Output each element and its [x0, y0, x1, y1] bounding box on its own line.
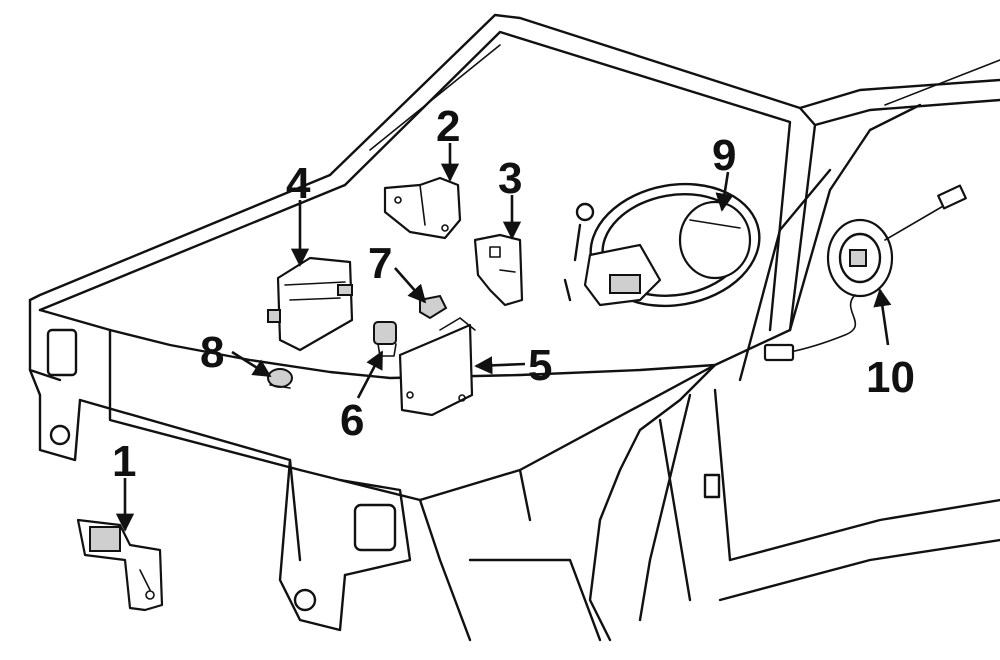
- part-7-clip: [419, 294, 448, 320]
- callout-labels: 1 2 3 4 5 6 7 8 9 10: [112, 102, 915, 486]
- part-3-bracket: [473, 233, 524, 307]
- callout-9: 9: [712, 131, 736, 180]
- part-5-module: [398, 317, 476, 417]
- part-4-module: [267, 256, 354, 352]
- callout-7: 7: [368, 239, 392, 288]
- callout-1: 1: [112, 437, 136, 486]
- part-6-connector: [373, 321, 397, 357]
- vehicle-body: [28, 13, 1000, 642]
- callout-2: 2: [436, 102, 460, 151]
- part-2-bracket: [383, 176, 462, 240]
- part-10-clock-spring: [763, 184, 967, 362]
- leader-lines: [115, 143, 892, 532]
- callout-8: 8: [200, 328, 224, 377]
- callout-6: 6: [340, 396, 364, 445]
- callout-3: 3: [498, 154, 522, 203]
- callout-10: 10: [866, 353, 915, 402]
- part-8-grommet: [267, 368, 293, 389]
- callout-4: 4: [286, 159, 311, 208]
- callout-5: 5: [528, 341, 552, 390]
- part-9-steering-airbag: [563, 182, 761, 308]
- part-1-sensor: [76, 518, 164, 612]
